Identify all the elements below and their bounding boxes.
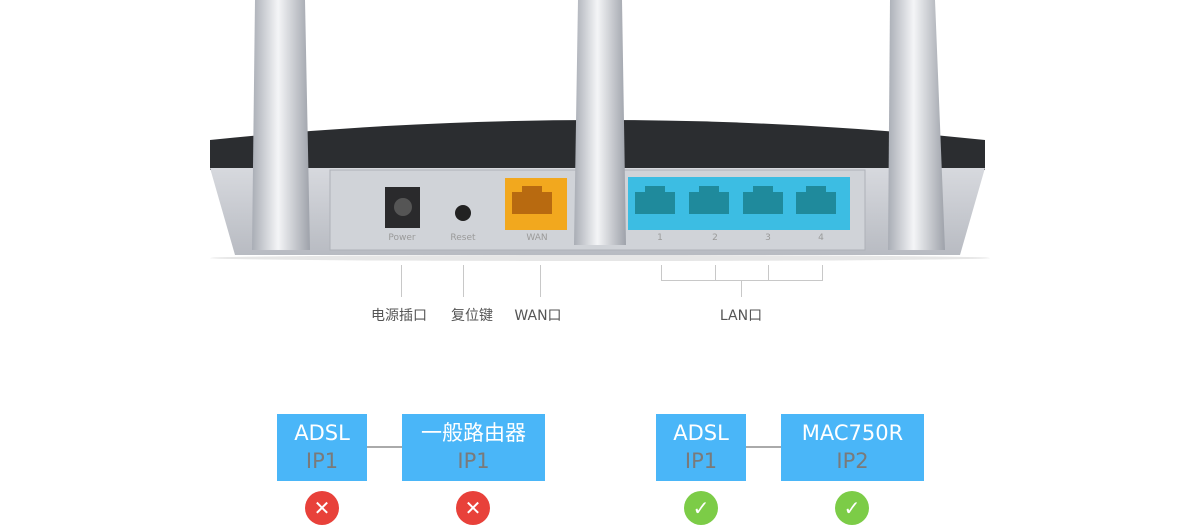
antenna-middle [574,0,626,245]
antenna-left [252,0,310,250]
callout-line-power [401,265,402,297]
check-icon: ✓ [684,491,718,525]
callout-line-lan [715,265,716,280]
callout-line-reset [463,265,464,297]
device-ip: IP1 [457,449,490,473]
callout-power: 电源插口 [371,308,427,324]
panel-label-lan-3: 3 [765,233,771,243]
right-adsl-box: ADSL IP1 [656,414,746,481]
reset-button [455,205,471,221]
cross-icon: ✕ [456,491,490,525]
callout-lan: LAN口 [719,308,763,324]
device-ip: IP1 [305,449,339,473]
callout-line-lan [768,265,769,280]
device-name: ADSL [294,421,350,445]
wrong-router-box: 一般路由器 IP1 [402,414,545,481]
connection-line [367,446,402,448]
connection-line [746,446,781,448]
callout-line-lan [822,265,823,280]
panel-label-power: Power [388,233,416,243]
callout-wan: WAN口 [514,308,562,324]
device-name: ADSL [673,421,729,445]
panel-label-reset: Reset [450,233,476,243]
device-ip: IP1 [684,449,718,473]
callout-line-lan [661,265,662,280]
device-name: 一般路由器 [421,421,526,445]
device-name: MAC750R [801,421,904,445]
panel-label-lan-2: 2 [712,233,718,243]
device-ip: IP2 [836,449,869,473]
panel-label-wan: WAN [526,233,548,243]
wrong-adsl-box: ADSL IP1 [277,414,367,481]
check-icon: ✓ [835,491,869,525]
callout-reset: 复位键 [451,308,493,324]
antenna-right [888,0,945,250]
callout-line-wan [540,265,541,297]
router-illustration [210,0,990,261]
right-router-box: MAC750R IP2 [781,414,924,481]
panel-label-lan-4: 4 [818,233,824,243]
cross-icon: ✕ [305,491,339,525]
callout-line-lan [741,280,742,297]
callout-bracket-lan [661,280,823,281]
panel-label-lan-1: 1 [657,233,663,243]
